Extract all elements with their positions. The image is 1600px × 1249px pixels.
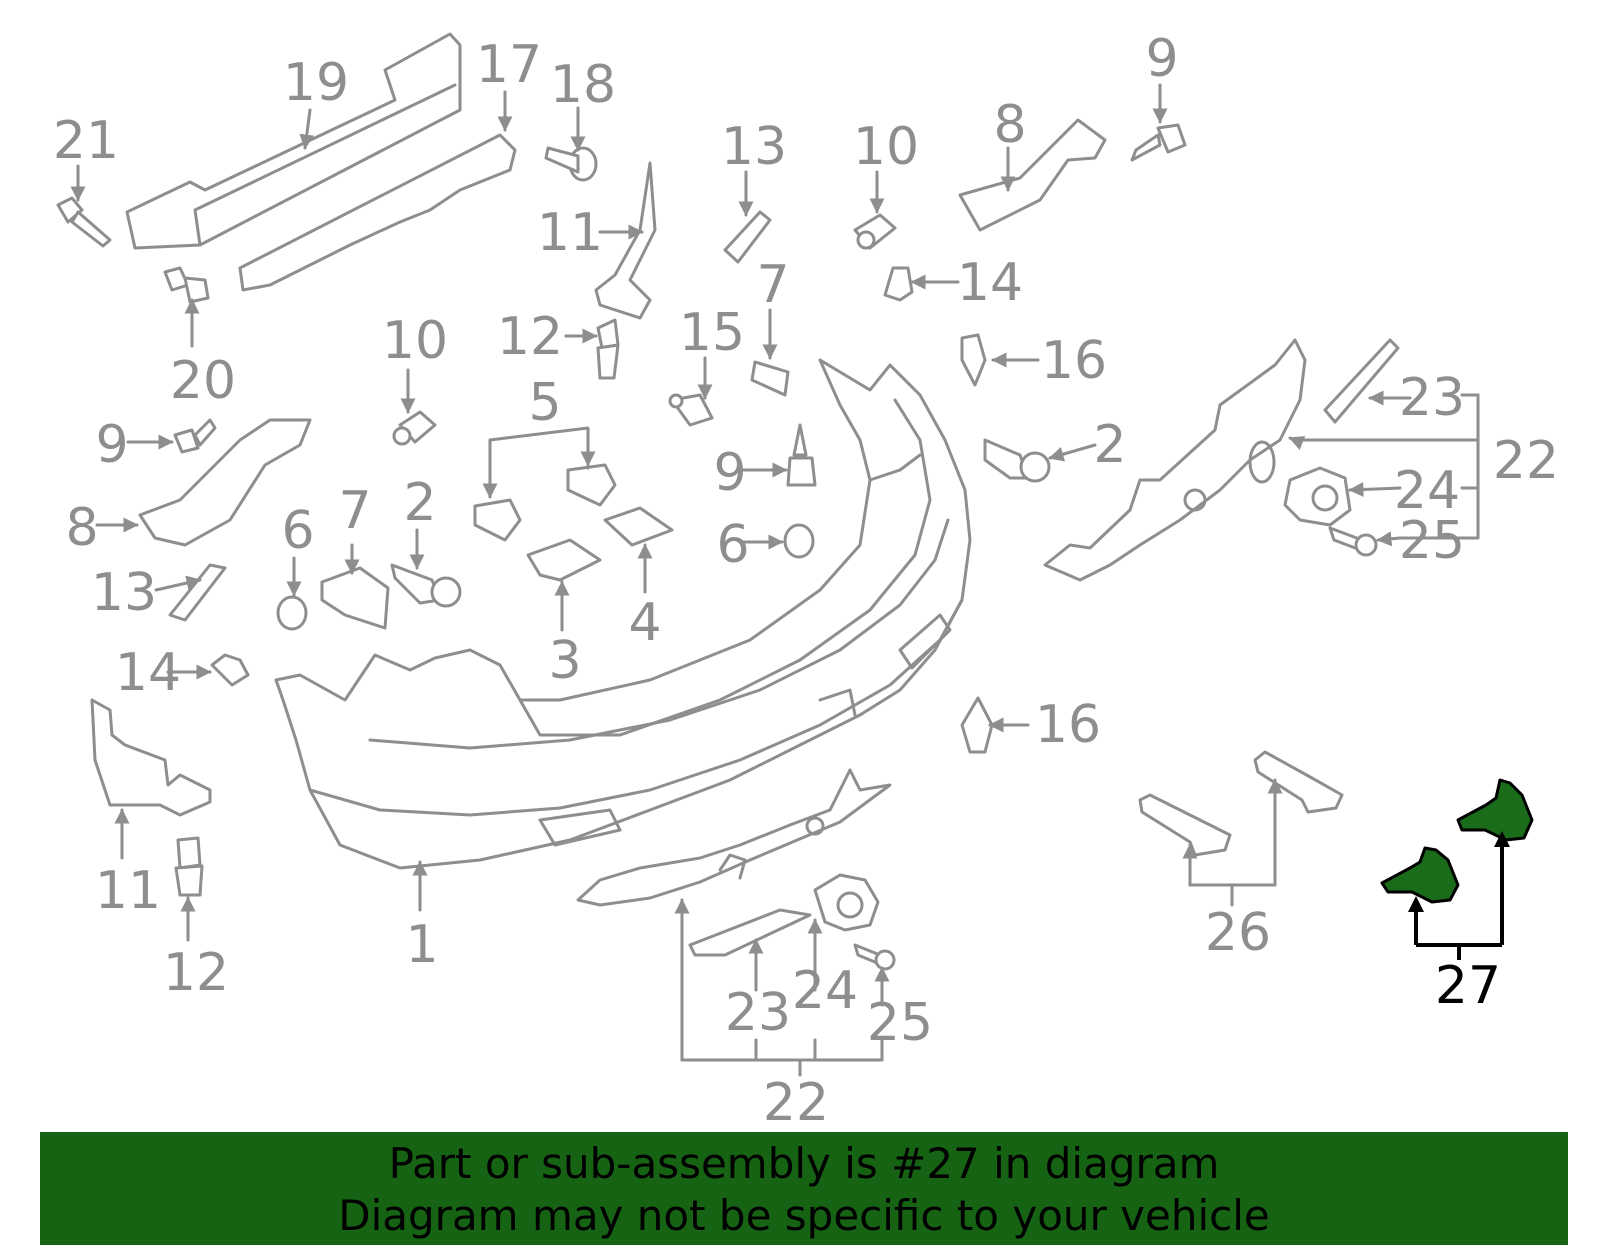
label-18: 18 bbox=[550, 55, 616, 115]
part-6-plug-center bbox=[783, 523, 815, 559]
label-1: 1 bbox=[405, 915, 438, 975]
label-12-top: 12 bbox=[497, 307, 563, 367]
part-19-reinforcement bbox=[125, 32, 462, 250]
part-6-plug-left bbox=[276, 595, 308, 631]
part-15-fastener bbox=[668, 393, 714, 427]
part-27-leader bbox=[1408, 831, 1510, 960]
label-24-right: 24 bbox=[1394, 461, 1460, 521]
part-11-bracket-left bbox=[90, 698, 212, 817]
part-14-clip-left bbox=[210, 653, 250, 687]
part-9-screw-center bbox=[786, 423, 817, 487]
part-8-bracket-left bbox=[138, 418, 312, 547]
part-24-sensor-right bbox=[1283, 466, 1352, 527]
label-26: 26 bbox=[1205, 903, 1271, 963]
label-6-left: 6 bbox=[281, 501, 314, 561]
part-22-bracket-right bbox=[1043, 338, 1307, 582]
label-22-right: 22 bbox=[1493, 431, 1559, 491]
label-7-top: 7 bbox=[756, 255, 789, 315]
part-12-pin-left bbox=[174, 836, 204, 897]
info-banner: Part or sub-assembly is #27 in diagram D… bbox=[40, 1132, 1568, 1245]
label-15: 15 bbox=[679, 303, 745, 363]
part-9-screw-top bbox=[1130, 123, 1187, 162]
label-25-bottom: 25 bbox=[867, 993, 933, 1053]
part-4-clip bbox=[603, 506, 674, 547]
label-8-left: 8 bbox=[65, 498, 98, 558]
leader-lines bbox=[70, 83, 1480, 1077]
label-16-top: 16 bbox=[1041, 331, 1107, 391]
label-13-left: 13 bbox=[91, 563, 157, 623]
part-1-bumper-cover bbox=[274, 358, 972, 870]
part-16-clip-bottom bbox=[960, 696, 994, 754]
label-27: 27 bbox=[1435, 956, 1501, 1016]
part-9-screw-left bbox=[173, 418, 217, 454]
label-14-left: 14 bbox=[115, 643, 181, 703]
label-4: 4 bbox=[628, 593, 661, 653]
part-10-grommet-mid bbox=[392, 410, 437, 446]
label-22-bottom: 22 bbox=[763, 1073, 829, 1133]
label-20: 20 bbox=[170, 351, 236, 411]
part-24-sensor-bottom bbox=[813, 873, 880, 932]
part-11-bracket-top bbox=[594, 161, 657, 320]
label-23-right: 23 bbox=[1399, 368, 1465, 428]
part-25-screw-bottom bbox=[853, 943, 896, 971]
callout-labels: 19 17 18 21 9 8 13 10 11 14 20 12 10 15 … bbox=[53, 29, 1559, 1133]
part-27-sensor-b bbox=[1456, 778, 1534, 842]
label-17: 17 bbox=[476, 35, 542, 95]
label-11-left: 11 bbox=[95, 861, 161, 921]
label-24-bottom: 24 bbox=[792, 961, 858, 1021]
label-10-top: 10 bbox=[853, 117, 919, 177]
banner-line-2: Diagram may not be specific to your vehi… bbox=[338, 1191, 1270, 1240]
label-5: 5 bbox=[528, 373, 561, 433]
part-14-clip-top bbox=[883, 266, 914, 302]
part-16-clip-top bbox=[960, 333, 987, 387]
part-13-trim-top bbox=[723, 210, 772, 264]
label-21: 21 bbox=[53, 111, 119, 171]
label-2-left: 2 bbox=[403, 473, 436, 533]
label-11-top: 11 bbox=[537, 203, 603, 263]
part-3-clip bbox=[526, 538, 602, 582]
part-8-bracket-right bbox=[958, 118, 1107, 232]
label-19: 19 bbox=[283, 53, 349, 113]
label-2-right: 2 bbox=[1093, 415, 1126, 475]
label-10-mid: 10 bbox=[382, 311, 448, 371]
label-7-left: 7 bbox=[338, 481, 371, 541]
label-6-center: 6 bbox=[716, 515, 749, 575]
part-5-retainer bbox=[473, 463, 617, 542]
part-23-trim-bottom bbox=[688, 908, 812, 957]
part-25-screw-right bbox=[1328, 526, 1378, 557]
part-7-sensor-holder-b bbox=[320, 566, 390, 630]
part-27-sensor-a bbox=[1380, 846, 1460, 904]
part-12-pin-top bbox=[596, 318, 620, 380]
label-14-top: 14 bbox=[957, 253, 1023, 313]
part-2-screw-right bbox=[983, 438, 1051, 483]
label-13-top: 13 bbox=[721, 117, 787, 177]
part-17-absorber bbox=[238, 133, 517, 292]
part-2-screw-left bbox=[390, 563, 462, 608]
label-9-center: 9 bbox=[713, 443, 746, 503]
part-23-trim-right bbox=[1323, 338, 1400, 424]
part-22-bracket-bottom bbox=[576, 768, 892, 907]
label-8-top: 8 bbox=[993, 95, 1026, 155]
label-23-bottom: 23 bbox=[725, 983, 791, 1043]
part-20-bolt bbox=[163, 266, 210, 304]
part-10-grommet-top bbox=[853, 213, 897, 250]
part-7-sensor-holder-a bbox=[750, 360, 790, 397]
part-21-bolt bbox=[56, 196, 112, 248]
label-16-bottom: 16 bbox=[1035, 695, 1101, 755]
banner-line-1: Part or sub-assembly is #27 in diagram bbox=[388, 1139, 1220, 1188]
label-25-right: 25 bbox=[1399, 511, 1465, 571]
part-13-trim-left bbox=[168, 563, 227, 622]
part-26-brackets bbox=[1138, 750, 1344, 857]
label-9-left: 9 bbox=[95, 415, 128, 475]
label-3: 3 bbox=[548, 631, 581, 691]
label-12-left: 12 bbox=[163, 943, 229, 1003]
part-18-clip bbox=[544, 146, 598, 182]
label-9-top: 9 bbox=[1145, 29, 1178, 89]
